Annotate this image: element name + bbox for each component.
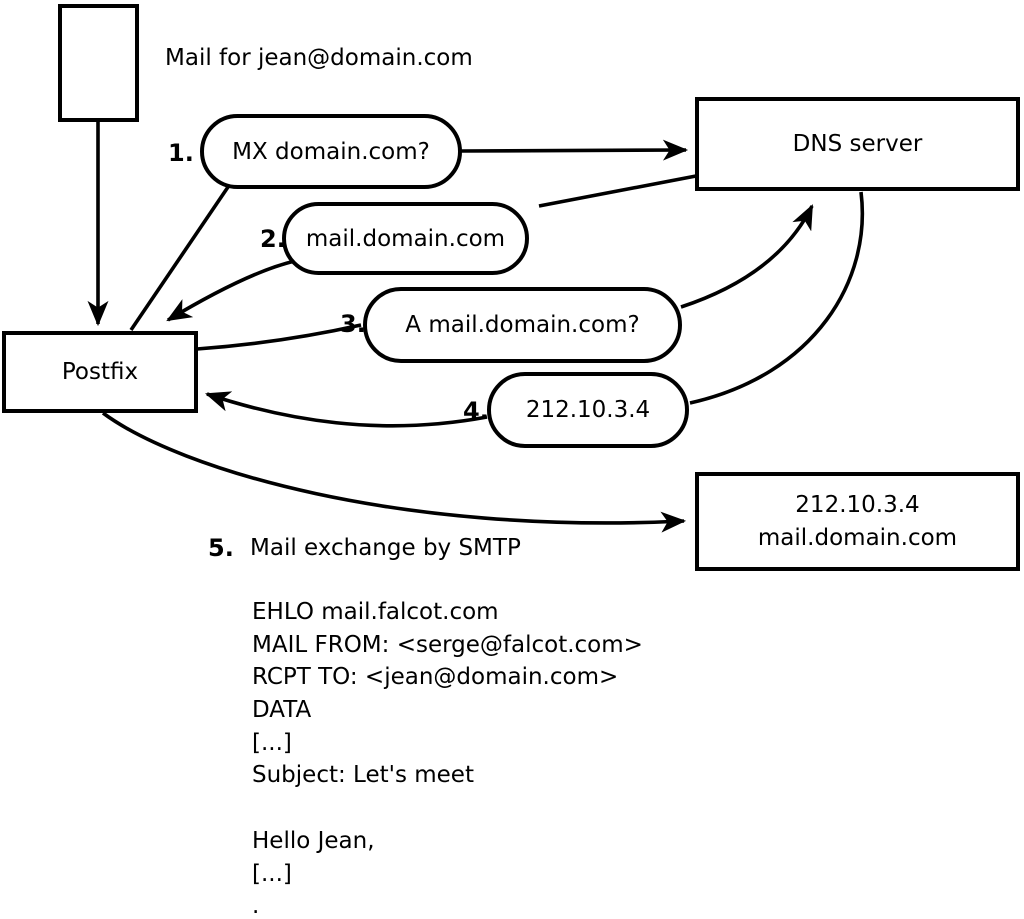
- step-1-label: MX domain.com?: [232, 138, 430, 165]
- smtp-line: Hello Jean,: [252, 827, 375, 854]
- edge-step2-to-postfix-arrow: [166, 259, 296, 322]
- mail-server-node: 212.10.3.4 mail.domain.com: [695, 472, 1020, 571]
- step-2-reply-pill: mail.domain.com: [282, 202, 529, 275]
- smtp-line: EHLO mail.falcot.com: [252, 599, 499, 625]
- step-2-number: 2.: [260, 225, 286, 253]
- step-2-label: mail.domain.com: [305, 225, 506, 252]
- postfix-node-label: Postfix: [61, 358, 139, 385]
- dns-server-node-label: DNS server: [792, 130, 923, 157]
- step-4-reply-pill: 212.10.3.4: [487, 372, 689, 448]
- step-3-number: 3.: [340, 310, 366, 338]
- smtp-line: MAIL FROM: <serge@falcot.com>: [252, 631, 643, 658]
- step-4-number: 4.: [463, 397, 489, 425]
- edge-step1-to-dns-arrow: [460, 139, 689, 161]
- step-3-query-pill: A mail.domain.com?: [363, 287, 682, 363]
- dns-server-node: DNS server: [695, 97, 1020, 191]
- postfix-node: Postfix: [2, 331, 198, 413]
- step-5-label: Mail exchange by SMTP: [250, 535, 521, 561]
- edge-postfix-to-mailserver-arrow: [101, 411, 687, 533]
- smtp-line: [...]: [252, 729, 292, 756]
- smtp-line: DATA: [252, 697, 312, 724]
- step-1-number: 1.: [168, 139, 194, 167]
- smtp-line: .: [252, 893, 260, 919]
- edge-dns-to-step2: [538, 174, 697, 208]
- edge-step3-to-dns-arrow: [680, 204, 814, 309]
- mail-message-node: [58, 4, 139, 122]
- mail-server-hostname-label: mail.domain.com: [757, 524, 958, 551]
- edge-dns-to-step4: [689, 191, 865, 405]
- edge-postfix-to-step1: [129, 185, 230, 332]
- mail-server-ip-label: 212.10.3.4: [795, 491, 920, 518]
- smtp-line: Subject: Let's meet: [252, 762, 474, 789]
- step-4-label: 212.10.3.4: [525, 397, 651, 423]
- edge-postfix-to-step3: [196, 323, 362, 351]
- smtp-line: RCPT TO: <jean@domain.com>: [252, 664, 619, 691]
- diagram-title: Mail for jean@domain.com: [165, 45, 473, 71]
- smtp-line: [...]: [252, 860, 292, 887]
- mail-server-node-labels: 212.10.3.4 mail.domain.com: [758, 489, 957, 555]
- smtp-line: [252, 792, 643, 825]
- edge-step4-to-postfix-arrow: [205, 391, 488, 428]
- step-1-query-pill: MX domain.com?: [200, 114, 462, 189]
- step-5-number: 5.: [208, 534, 234, 562]
- step-3-label: A mail.domain.com?: [405, 312, 640, 338]
- smtp-session-transcript: EHLO mail.falcot.com MAIL FROM: <serge@f…: [252, 596, 643, 919]
